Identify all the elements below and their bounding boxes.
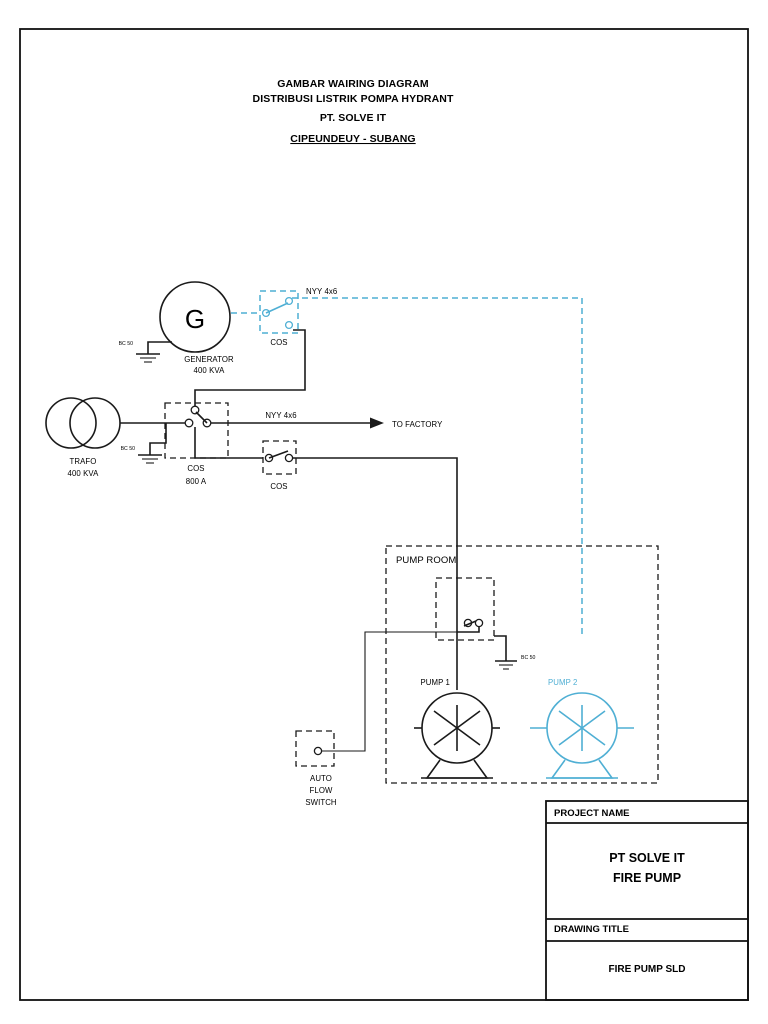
sheet-border xyxy=(19,28,749,1001)
cos-main-label-line-2: 800 A xyxy=(186,477,207,486)
transformer-ground-lead xyxy=(149,423,167,455)
factory-feeder-arrow xyxy=(370,417,384,429)
cos-pump-feeder-enclosure xyxy=(262,440,297,475)
drawing-title-location: CIPEUNDEUY - SUBANG xyxy=(290,133,415,145)
cos-main-enclosure xyxy=(164,402,229,459)
title-block: PROJECT NAME PT SOLVE IT FIRE PUMP DRAWI… xyxy=(545,800,749,1001)
cable-generator-run xyxy=(292,297,583,636)
cos-pump-feeder-switch xyxy=(264,450,294,463)
transformer-label-line-1: TRAFO xyxy=(70,457,97,466)
generator-symbol-letter: G xyxy=(185,304,205,334)
auto-flow-switch-enclosure xyxy=(295,730,335,767)
pump-2-symbol xyxy=(530,692,634,779)
generator-label-line-2: 400 KVA xyxy=(194,366,226,375)
cos-generator-label: COS xyxy=(270,338,287,347)
generator-symbol xyxy=(159,281,231,353)
cos-generator-switch xyxy=(261,296,294,330)
cos-main-label-line-1: COS xyxy=(187,464,204,473)
title-block-project-name-line-2: FIRE PUMP xyxy=(613,871,681,885)
generator-ground-label: BC 50 xyxy=(119,341,134,347)
pump-1-label: PUMP 1 xyxy=(421,678,451,687)
generator-ground-symbol xyxy=(136,353,160,363)
pump-control-box-enclosure xyxy=(435,577,495,641)
transformer-label-line-2: 400 KVA xyxy=(68,469,100,478)
pump-room-enclosure xyxy=(385,545,659,784)
pump-room-ground-lead xyxy=(494,635,507,661)
transformer-ground-symbol xyxy=(138,454,162,464)
auto-flow-switch-control-wire xyxy=(322,631,457,752)
to-factory-label: TO FACTORY xyxy=(392,420,443,429)
pump-2-label: PUMP 2 xyxy=(548,678,578,687)
auto-flow-switch-label-line-1: AUTO xyxy=(310,774,332,783)
auto-flow-switch-contact xyxy=(313,746,323,756)
cable-generator-label: NYY 4x6 xyxy=(306,287,337,296)
pump-room-ground-symbol xyxy=(495,660,517,670)
generator-to-main-cos-wire xyxy=(194,329,306,407)
pump-room-label: PUMP ROOM xyxy=(396,555,456,566)
drawing-title-line-1: GAMBAR WAIRING DIAGRAM xyxy=(277,78,429,90)
title-block-project-name-header: PROJECT NAME xyxy=(554,808,629,819)
pump-control-internal-wire xyxy=(457,627,480,633)
pump-feeder-branch-wire xyxy=(194,427,263,459)
auto-flow-switch-label-line-3: SWITCH xyxy=(305,798,336,807)
drawing-title-line-3: PT. SOLVE IT xyxy=(320,112,387,124)
transformer-ground-label: BC 50 xyxy=(121,446,136,452)
pump-room-ground-label: BC 50 xyxy=(521,655,536,661)
generator-label-line-1: GENERATOR xyxy=(184,355,234,364)
cos-main-switch xyxy=(184,405,212,428)
pump-1-symbol xyxy=(414,692,500,779)
drawing-title-line-2: DISTRIBUSI LISTRIK POMPA HYDRANT xyxy=(253,93,454,105)
cos-pump-room-switch xyxy=(463,618,484,628)
cable-factory-label: NYY 4x6 xyxy=(265,411,296,420)
transformer-symbol xyxy=(45,397,121,449)
generator-ground-lead xyxy=(147,341,172,354)
title-block-project-name-line-1: PT SOLVE IT xyxy=(609,851,685,865)
auto-flow-switch-label-line-2: FLOW xyxy=(310,786,333,795)
cos-pump-feeder-label: COS xyxy=(270,482,287,491)
pump1-feeder-run xyxy=(293,457,458,690)
title-block-drawing-title-header: DRAWING TITLE xyxy=(554,924,629,935)
title-block-outline xyxy=(545,800,749,1001)
title-block-drawing-title-value: FIRE PUMP SLD xyxy=(608,964,685,975)
